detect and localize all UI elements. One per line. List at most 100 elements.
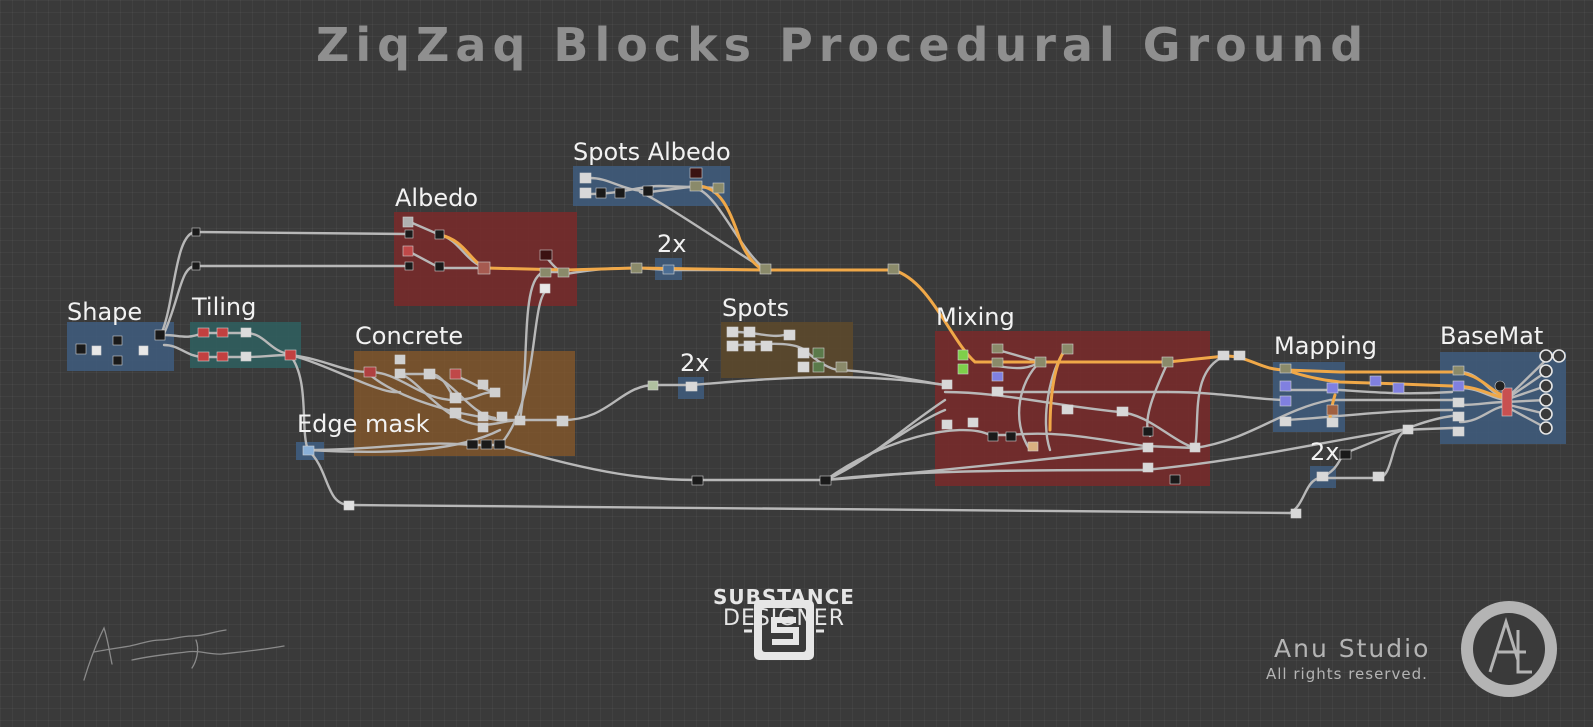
node-2x-spots[interactable] xyxy=(685,381,698,392)
node-spots-albedo-3[interactable] xyxy=(595,187,607,199)
node-tiling-1[interactable] xyxy=(197,327,210,338)
node-tiling-6[interactable] xyxy=(240,351,252,362)
node-spots-2[interactable] xyxy=(743,326,756,338)
frame-concrete[interactable] xyxy=(354,351,575,456)
node-base-normal[interactable] xyxy=(1494,380,1506,392)
node-concrete-6[interactable] xyxy=(449,392,462,404)
node-mix-3[interactable] xyxy=(991,371,1004,382)
node-map-bottom[interactable] xyxy=(1290,508,1302,519)
node-shape-d[interactable] xyxy=(138,345,149,356)
node-mix-11[interactable] xyxy=(941,419,953,430)
node-mix-17[interactable] xyxy=(1142,442,1154,453)
node-tiling-2[interactable] xyxy=(216,327,229,338)
node-mix-12[interactable] xyxy=(967,417,979,428)
node-spots-1[interactable] xyxy=(726,326,739,338)
node-spots-6[interactable] xyxy=(783,329,796,341)
node-spots-3[interactable] xyxy=(726,340,739,352)
node-base-5[interactable] xyxy=(1452,426,1465,437)
node-albedo-blend-2[interactable] xyxy=(557,267,570,278)
node-2x-albedo[interactable] xyxy=(662,264,675,275)
node-map-2[interactable] xyxy=(1279,380,1292,392)
node-concrete-1[interactable] xyxy=(363,366,377,378)
node-shape-a[interactable] xyxy=(91,345,102,356)
node-blend-c[interactable] xyxy=(887,263,900,275)
node-shape-b[interactable] xyxy=(112,335,123,346)
node-concrete-14[interactable] xyxy=(556,415,569,427)
node-spots-albedo-4[interactable] xyxy=(614,187,626,199)
node-map-7[interactable] xyxy=(1326,417,1339,428)
node-concrete-2[interactable] xyxy=(394,354,406,365)
basemat-outputs[interactable] xyxy=(1539,349,1566,435)
node-mix-13[interactable] xyxy=(987,431,999,442)
node-shape-c[interactable] xyxy=(112,355,123,366)
node-map-4[interactable] xyxy=(1279,416,1292,427)
node-concrete-13[interactable] xyxy=(514,415,526,426)
node-mix-19[interactable] xyxy=(1142,462,1154,473)
node-edge-bottom[interactable] xyxy=(343,500,355,511)
node-mix-green-2[interactable] xyxy=(957,363,969,375)
node-map-3[interactable] xyxy=(1279,395,1292,407)
output-mask-icon[interactable] xyxy=(1539,421,1553,435)
node-concrete-5[interactable] xyxy=(449,368,462,380)
output-height-icon[interactable] xyxy=(1552,349,1566,363)
node-shape-input[interactable] xyxy=(75,343,87,355)
node-albedo-1[interactable] xyxy=(402,216,414,228)
node-concrete-15[interactable] xyxy=(466,439,479,450)
node-tiling-4[interactable] xyxy=(216,351,229,362)
node-map-8[interactable] xyxy=(1369,375,1382,387)
node-albedo-6[interactable] xyxy=(434,261,445,272)
node-mix-8[interactable] xyxy=(1161,356,1174,368)
output-normal-icon[interactable] xyxy=(1539,364,1553,378)
node-map-5[interactable] xyxy=(1326,382,1339,394)
node-concrete-7[interactable] xyxy=(449,407,462,419)
node-spots-albedo-6[interactable] xyxy=(689,167,703,179)
node-map-11[interactable] xyxy=(1339,449,1352,460)
node-2x-mapping[interactable] xyxy=(1316,471,1329,482)
node-albedo-5[interactable] xyxy=(434,229,445,240)
node-pre-map-1[interactable] xyxy=(1217,350,1230,361)
output-metallic-icon[interactable] xyxy=(1539,393,1553,407)
node-mix-green-1[interactable] xyxy=(957,349,969,361)
node-spots-8[interactable] xyxy=(812,347,825,359)
node-mix-2[interactable] xyxy=(991,357,1004,368)
node-mid-bottom-1[interactable] xyxy=(691,475,704,486)
node-rail-bottom[interactable] xyxy=(191,261,201,271)
node-concrete-16[interactable] xyxy=(480,439,493,450)
node-pre-map-2[interactable] xyxy=(1233,350,1246,361)
node-spots-albedo-8[interactable] xyxy=(712,182,725,194)
node-mix-5[interactable] xyxy=(941,379,953,390)
node-spots-albedo-2[interactable] xyxy=(579,187,592,199)
node-shape-out[interactable] xyxy=(154,329,166,341)
node-spots-9[interactable] xyxy=(797,361,810,373)
node-edge-mask[interactable] xyxy=(302,445,315,456)
node-mix-4[interactable] xyxy=(991,386,1004,397)
graph-nodes[interactable] xyxy=(75,167,1513,519)
node-spots-11[interactable] xyxy=(835,361,848,373)
node-map-6[interactable] xyxy=(1326,404,1339,416)
node-base-4[interactable] xyxy=(1452,411,1465,422)
node-mix-15[interactable] xyxy=(1027,441,1039,452)
node-spots-albedo-5[interactable] xyxy=(642,185,654,197)
node-map-9[interactable] xyxy=(1392,382,1405,394)
node-albedo-grad[interactable] xyxy=(477,261,491,275)
node-base-material[interactable] xyxy=(1501,387,1513,417)
node-map-1[interactable] xyxy=(1279,363,1292,374)
node-mix-18[interactable] xyxy=(1189,442,1201,453)
node-concrete-17[interactable] xyxy=(493,439,506,450)
node-concrete-8[interactable] xyxy=(477,379,489,390)
node-mid-bottom-2[interactable] xyxy=(819,475,832,486)
node-concrete-10[interactable] xyxy=(477,411,489,422)
output-basecolor-icon[interactable] xyxy=(1539,349,1553,363)
output-ao-icon[interactable] xyxy=(1539,407,1553,421)
node-tiling-5[interactable] xyxy=(240,327,252,338)
node-albedo-dark[interactable] xyxy=(539,249,553,261)
node-map-10[interactable] xyxy=(1402,424,1414,435)
node-mix-6[interactable] xyxy=(1034,356,1047,368)
node-base-1[interactable] xyxy=(1452,365,1465,376)
node-albedo-3[interactable] xyxy=(404,229,414,239)
node-rail-top[interactable] xyxy=(191,227,201,237)
node-blend-b[interactable] xyxy=(759,263,772,275)
node-concrete-3[interactable] xyxy=(394,368,406,379)
node-mix-20[interactable] xyxy=(1169,474,1181,485)
